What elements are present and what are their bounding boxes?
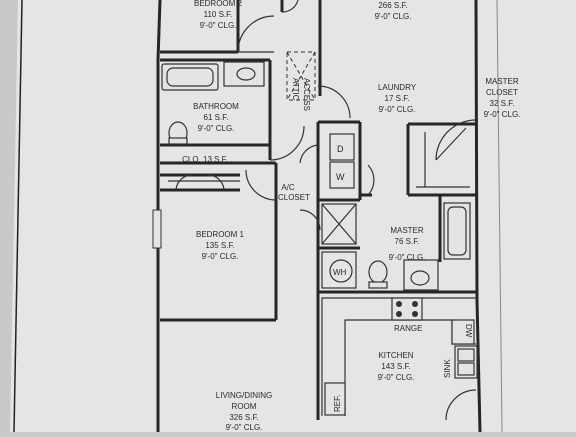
dishwasher-label: DW: [464, 324, 473, 338]
dryer-label: D: [337, 144, 344, 154]
door-swing-bedroom2: [237, 15, 275, 53]
door-swing-kitchen: [445, 389, 477, 421]
kitchen-ceiling: 9'-0" CLG.: [378, 373, 415, 382]
door-swing-ac: [299, 209, 321, 231]
exterior-walls: [152, 0, 482, 433]
ac-closet-name2: CLOSET: [278, 193, 310, 202]
door-swing-bathroom: [269, 125, 305, 161]
range-icon: [391, 297, 423, 321]
attic-access: ATTIC ACCESS: [286, 51, 316, 111]
sink-icon: [236, 67, 256, 81]
water-heater: WH: [321, 251, 357, 289]
washer-icon: [329, 161, 355, 189]
master-bath-fixtures: [368, 202, 471, 291]
bedroom1-area: 135 S.F.: [205, 241, 234, 250]
room-labels: BEDROOM 2 110 S.F. 9'-0" CLG. 266 S.F. 9…: [182, 0, 520, 432]
bedroom2-area: 110 S.F.: [204, 10, 233, 19]
window-bedroom1: [152, 209, 162, 249]
living-name2: ROOM: [232, 402, 257, 411]
door-swing-master-bath: [367, 164, 375, 196]
master-bath-name: MASTER: [390, 226, 424, 235]
kitchen-name: KITCHEN: [378, 351, 413, 360]
top-room-area: 266 S.F.: [378, 1, 407, 10]
closet-label: CLO. 13 S.F.: [182, 155, 228, 164]
bathroom-fixtures: [161, 61, 265, 145]
access-label: ACCESS: [302, 78, 311, 111]
bedroom1-name: BEDROOM 1: [196, 230, 245, 239]
water-heater-label: WH: [333, 268, 347, 277]
master-closet-ceiling: 9'-0" CLG.: [484, 110, 521, 119]
master-bath-ceiling: 9'-0" CLG.: [389, 253, 426, 262]
top-room-ceiling: 9'-0" CLG.: [375, 12, 412, 21]
laundry-ceiling: 9'-0" CLG.: [379, 105, 416, 114]
dishwasher-icon: [451, 319, 475, 345]
living-name: LIVING/DINING: [216, 391, 272, 400]
bathroom-ceiling: 9'-0" CLG.: [198, 124, 235, 133]
master-toilet-icon: [368, 260, 388, 284]
door-swing-closet-left: [175, 174, 193, 191]
kitchen-sink-icon: [454, 345, 478, 379]
bedroom2-name: BEDROOM 2: [194, 0, 243, 8]
bathroom-name: BATHROOM: [193, 102, 239, 111]
door-swing-closet-right: [207, 174, 225, 191]
doors: [175, 0, 477, 421]
sink-label: SINK: [443, 359, 452, 378]
bathroom-area: 61 S.F.: [204, 113, 229, 122]
laundry-appliances: D W: [329, 133, 355, 189]
master-bath-area: 76 S.F.: [395, 237, 420, 246]
dryer-icon: [329, 133, 355, 161]
sheet-border-left: [13, 0, 23, 433]
master-closet-name: MASTER: [485, 77, 519, 86]
living-area: 326 S.F.: [229, 413, 258, 422]
laundry-area: 17 S.F.: [385, 94, 410, 103]
door-swing-hall: [299, 144, 319, 164]
bathtub: [161, 63, 219, 91]
paper-sheet: [10, 0, 576, 432]
ac-unit: [321, 203, 357, 245]
living-ceiling: 9'-0" CLG.: [226, 423, 263, 432]
door-swing-bedroom1: [245, 169, 277, 201]
refrigerator-icon: [324, 382, 346, 416]
sheet-border-right: [496, 0, 503, 433]
bedroom2-ceiling: 9'-0" CLG.: [200, 21, 237, 30]
refrigerator-label: REF.: [333, 395, 342, 412]
door-swing-master-closet: [435, 119, 477, 161]
range-label: RANGE: [394, 324, 422, 333]
laundry-name: LAUNDRY: [378, 83, 417, 92]
attic-label: ATTIC: [291, 78, 300, 101]
washer-label: W: [336, 172, 345, 182]
kitchen-area: 143 S.F.: [381, 362, 410, 371]
master-closet-name2: CLOSET: [486, 88, 518, 97]
door-swing-laundry: [317, 85, 351, 119]
vanity: [223, 61, 265, 87]
bedroom1-ceiling: 9'-0" CLG.: [202, 252, 239, 261]
water-heater-icon: [329, 259, 353, 283]
ac-closet-name: A/C: [281, 183, 295, 192]
kitchen-counters: RANGE DW SINK REF.: [321, 297, 478, 416]
interior-walls: [160, 0, 476, 420]
master-closet-area: 32 S.F.: [490, 99, 515, 108]
door-swing-top: [281, 0, 299, 13]
